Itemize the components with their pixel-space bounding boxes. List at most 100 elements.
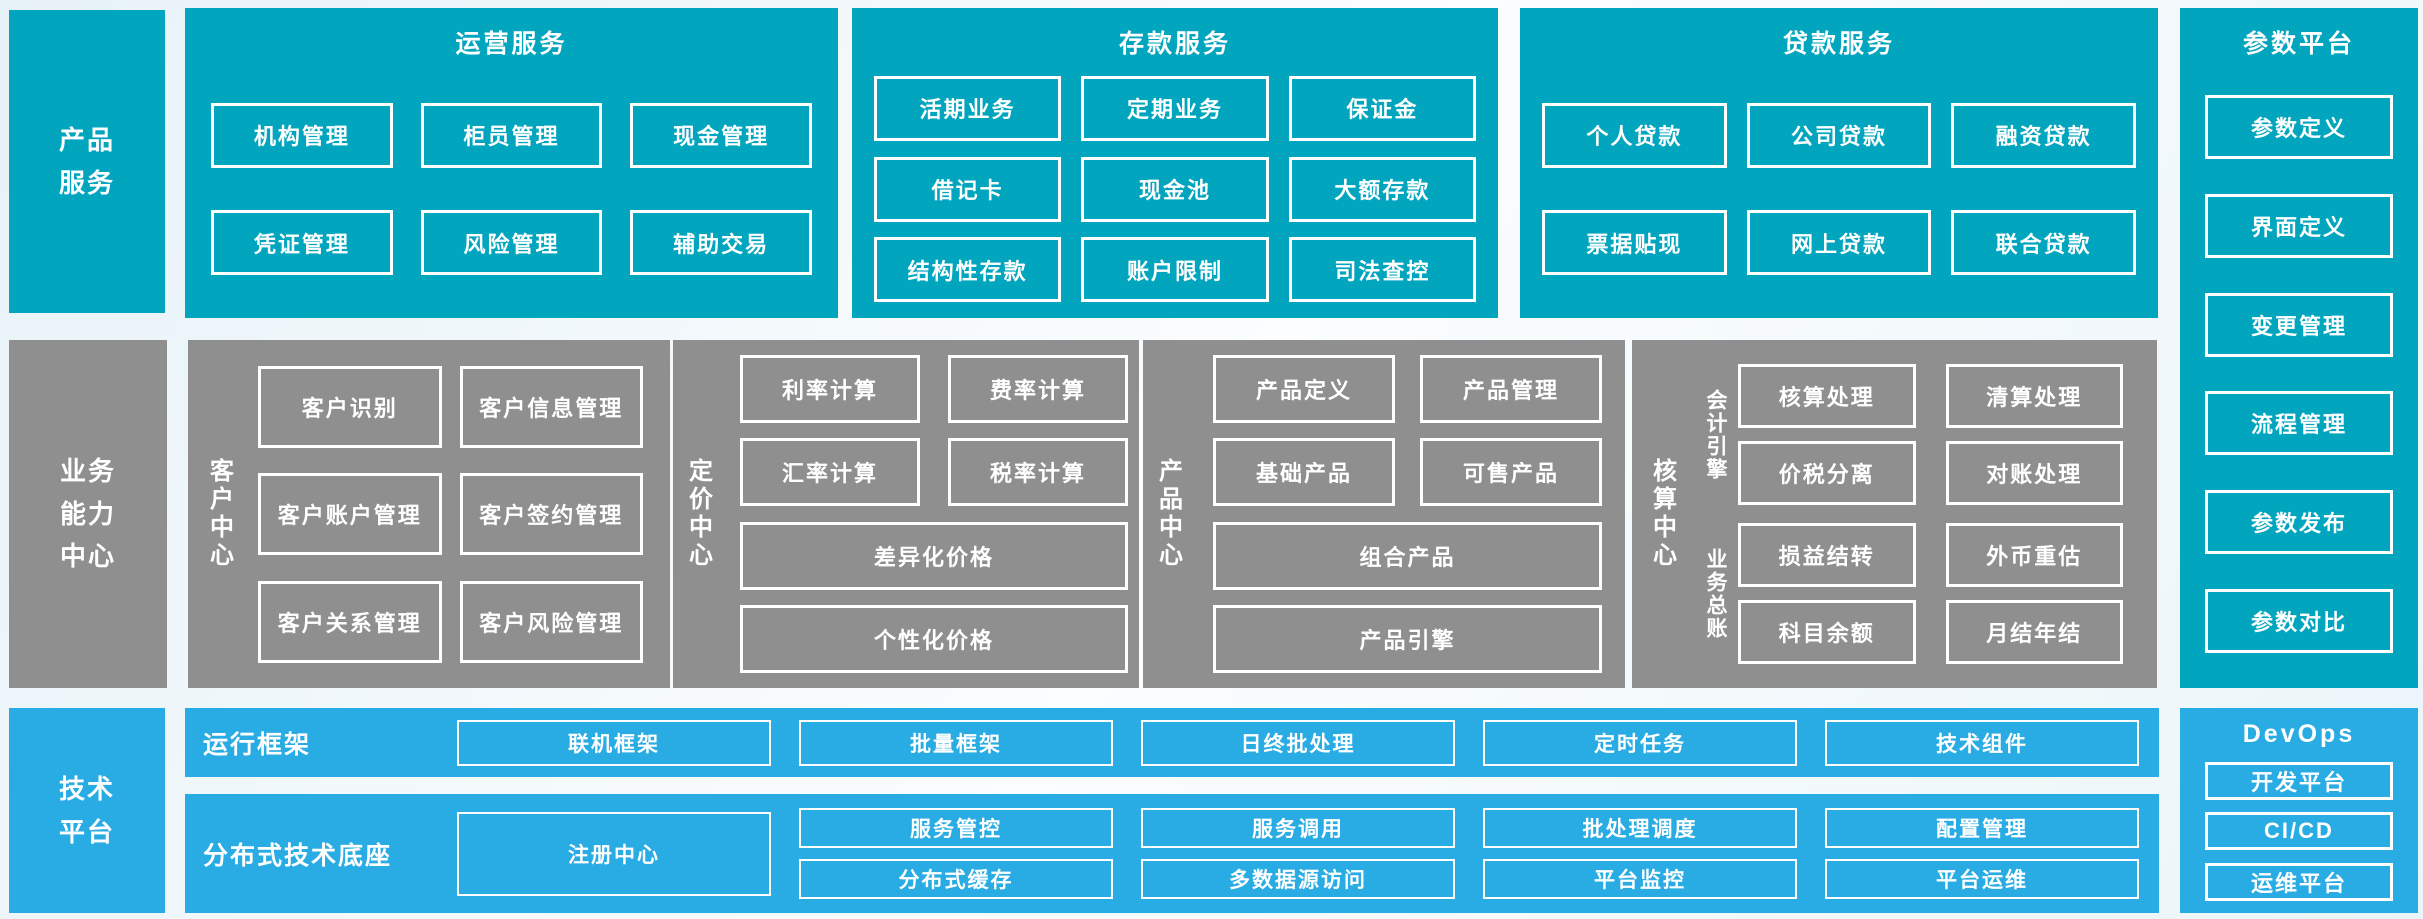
- module-box: 票据贴现: [1542, 210, 1727, 276]
- module-box: 清算处理: [1945, 364, 2123, 428]
- accounting-engine-grid: 核算处理 清算处理 价税分离 对账处理: [1738, 364, 2123, 505]
- module-box: 辅助交易: [630, 210, 812, 276]
- module-box: 参数对比: [2205, 589, 2393, 654]
- accounting-engine-group: 会计引擎 核算处理 清算处理 价税分离 对账处理: [1692, 364, 2123, 505]
- module-box: 界面定义: [2205, 193, 2393, 258]
- product-center-label: 产品中心: [1154, 458, 1182, 570]
- module-box: 大额存款: [1288, 156, 1476, 222]
- module-box: 机构管理: [211, 102, 393, 168]
- accounting-center-panel: 核算中心 会计引擎 核算处理 清算处理 价税分离 对账处理 业务总账 损: [1632, 340, 2157, 688]
- module-box: 融资贷款: [1951, 102, 2136, 168]
- module-box: 联机框架: [457, 719, 771, 766]
- business-ledger-grid: 损益结转 外币重估 科目余额 月结年结: [1738, 523, 2123, 664]
- module-box: 平台运维: [1825, 859, 2139, 899]
- distributed-base-panel: 分布式技术底座 注册中心 服务管控 服务调用 批处理调度 配置管理 分布式缓存 …: [185, 794, 2159, 913]
- tech-platform-label: 技术 平台: [9, 708, 165, 913]
- module-box: 借记卡: [874, 156, 1062, 222]
- module-box: 月结年结: [1945, 600, 2123, 664]
- module-box: 费率计算: [948, 355, 1128, 424]
- parameter-platform-title: 参数平台: [2242, 30, 2355, 58]
- module-box: 客户账户管理: [258, 473, 442, 555]
- operations-services-grid: 机构管理 柜员管理 现金管理 凭证管理 风险管理 辅助交易: [185, 60, 838, 318]
- tech-platform-line: 平台: [58, 816, 115, 847]
- module-box: 产品管理: [1420, 355, 1602, 424]
- loan-services-grid: 个人贷款 公司贷款 融资贷款 票据贴现 网上贷款 联合贷款: [1520, 60, 2158, 318]
- customer-center-panel: 客户中心 客户识别 客户信息管理 客户账户管理 客户签约管理 客户关系管理 客户…: [188, 340, 670, 688]
- module-box: 税率计算: [948, 438, 1128, 507]
- module-box: 风险管理: [420, 210, 603, 276]
- module-box: 柜员管理: [420, 102, 603, 168]
- devops-stack: 开发平台 CI/CD 运维平台: [2180, 749, 2418, 913]
- runtime-framework-panel: 运行框架 联机框架 批量框架 日终批处理 定时任务 技术组件: [185, 708, 2159, 777]
- business-capability-line: 中心: [59, 541, 116, 572]
- module-box: 现金池: [1081, 156, 1269, 222]
- module-box: 批处理调度: [1483, 808, 1797, 848]
- module-box: 公司贷款: [1746, 102, 1932, 168]
- accounting-center-label: 核算中心: [1648, 458, 1676, 570]
- module-box: 产品定义: [1213, 355, 1395, 424]
- module-box: 产品引擎: [1213, 604, 1602, 673]
- module-box: 客户风险管理: [459, 580, 643, 663]
- module-box: 司法查控: [1288, 237, 1476, 303]
- module-box: CI/CD: [2205, 812, 2393, 850]
- pricing-center-label: 定价中心: [684, 458, 712, 570]
- product-services-line: 服务: [58, 167, 115, 198]
- accounting-center-label-zone: 核算中心: [1632, 340, 1692, 688]
- accounting-engine-label: 会计引擎: [1704, 388, 1727, 481]
- module-box: 开发平台: [2205, 761, 2393, 800]
- module-box: 损益结转: [1738, 523, 1916, 587]
- product-services-label: 产品 服务: [9, 10, 165, 313]
- module-box: 对账处理: [1945, 441, 2123, 505]
- module-box: 技术组件: [1825, 719, 2139, 766]
- module-box: 客户信息管理: [459, 365, 643, 448]
- product-center-panel: 产品中心 产品定义 产品管理 基础产品 可售产品 组合产品 产品引擎: [1143, 340, 1625, 688]
- module-box: 账户限制: [1081, 237, 1269, 303]
- module-box: 个人贷款: [1542, 102, 1727, 168]
- business-capability-label: 业务 能力 中心: [9, 340, 167, 688]
- module-box: 客户关系管理: [258, 580, 442, 663]
- business-capability-line: 能力: [59, 498, 116, 529]
- module-box: 组合产品: [1213, 521, 1602, 590]
- module-box: 运维平台: [2205, 862, 2393, 901]
- module-box: 外币重估: [1945, 523, 2123, 587]
- accounting-center-groups: 会计引擎 核算处理 清算处理 价税分离 对账处理 业务总账 损益结转 外币重估 …: [1692, 340, 2157, 688]
- customer-center-grid: 客户识别 客户信息管理 客户账户管理 客户签约管理 客户关系管理 客户风险管理: [250, 340, 670, 688]
- business-capability-line: 业务: [59, 455, 116, 486]
- tech-platform-line: 技术: [58, 773, 115, 804]
- business-ledger-label: 业务总账: [1704, 547, 1727, 640]
- module-box: 流程管理: [2205, 391, 2393, 456]
- module-box: 多数据源访问: [1141, 859, 1455, 899]
- module-box: 凭证管理: [211, 210, 393, 276]
- product-services-line: 产品: [58, 124, 115, 155]
- module-box: 变更管理: [2205, 292, 2393, 357]
- module-box: 结构性存款: [874, 237, 1062, 303]
- operations-services-title: 运营服务: [455, 30, 568, 58]
- module-box: 价税分离: [1738, 441, 1916, 505]
- module-box: 注册中心: [457, 811, 771, 896]
- parameter-platform-panel: 参数平台 参数定义 界面定义 变更管理 流程管理 参数发布 参数对比: [2180, 8, 2418, 688]
- module-box: 定时任务: [1483, 719, 1797, 766]
- runtime-framework-label: 运行框架: [203, 730, 312, 759]
- module-box: 差异化价格: [740, 521, 1128, 590]
- module-box: 参数发布: [2205, 490, 2393, 555]
- module-box: 服务调用: [1141, 808, 1455, 848]
- customer-center-label-zone: 客户中心: [188, 340, 250, 688]
- parameter-platform-stack: 参数定义 界面定义 变更管理 流程管理 参数发布 参数对比: [2180, 60, 2418, 688]
- module-box: 保证金: [1288, 75, 1476, 141]
- module-box: 现金管理: [630, 102, 812, 168]
- pricing-center-label-zone: 定价中心: [673, 340, 723, 688]
- module-box: 可售产品: [1420, 438, 1602, 507]
- module-box: 平台监控: [1483, 859, 1797, 899]
- product-center-label-zone: 产品中心: [1143, 340, 1193, 688]
- module-box: 个性化价格: [740, 604, 1128, 673]
- loan-services-panel: 贷款服务 个人贷款 公司贷款 融资贷款 票据贴现 网上贷款 联合贷款: [1520, 8, 2158, 318]
- deposit-services-title: 存款服务: [1118, 30, 1231, 58]
- distributed-base-label: 分布式技术底座: [203, 841, 393, 870]
- business-ledger-group: 业务总账 损益结转 外币重估 科目余额 月结年结: [1692, 523, 2123, 664]
- customer-center-label: 客户中心: [205, 458, 233, 570]
- module-box: 科目余额: [1738, 600, 1916, 664]
- module-box: 联合贷款: [1951, 210, 2136, 276]
- business-ledger-label-zone: 业务总账: [1692, 523, 1738, 664]
- module-box: 服务管控: [799, 808, 1113, 848]
